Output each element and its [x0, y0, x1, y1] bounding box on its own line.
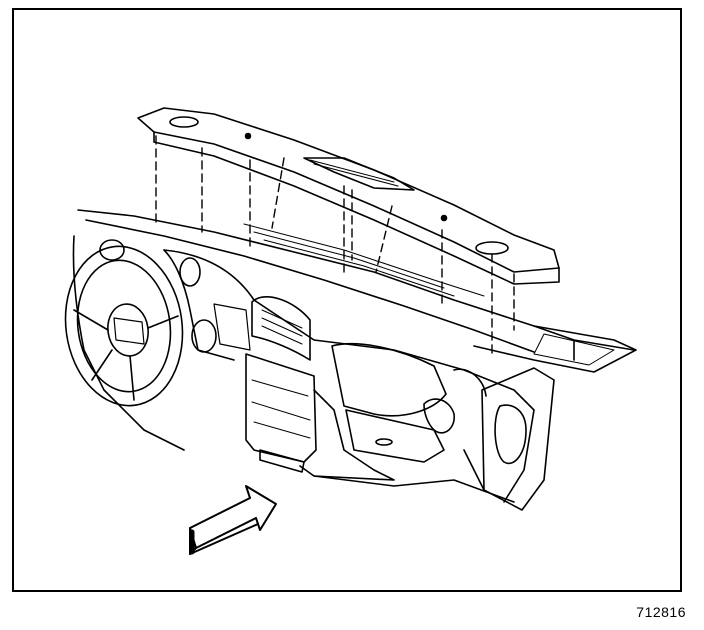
steering-wheel	[64, 245, 184, 407]
left-speaker-grille	[169, 116, 199, 128]
instrument-panel-carrier	[72, 209, 637, 511]
left-air-outlet	[191, 319, 217, 353]
instrument-cluster-housing	[179, 257, 201, 287]
instrument-panel-illustration	[64, 107, 637, 555]
upper-trim-pad	[137, 107, 560, 285]
defroster-grille	[303, 157, 415, 191]
illustration-frame	[12, 8, 682, 592]
right-speaker-grille	[475, 241, 509, 255]
right-air-outlet	[494, 404, 527, 465]
side-window-defogger	[99, 239, 125, 261]
glove-box-upper	[331, 343, 447, 417]
center-air-outlet	[251, 296, 311, 361]
passenger-air-outlet	[423, 398, 455, 434]
figure-number: 712816	[636, 604, 686, 620]
view-direction-arrow	[189, 485, 277, 555]
alignment-lines	[155, 135, 515, 355]
glove-box-door	[345, 409, 445, 463]
center-stack	[245, 353, 317, 463]
